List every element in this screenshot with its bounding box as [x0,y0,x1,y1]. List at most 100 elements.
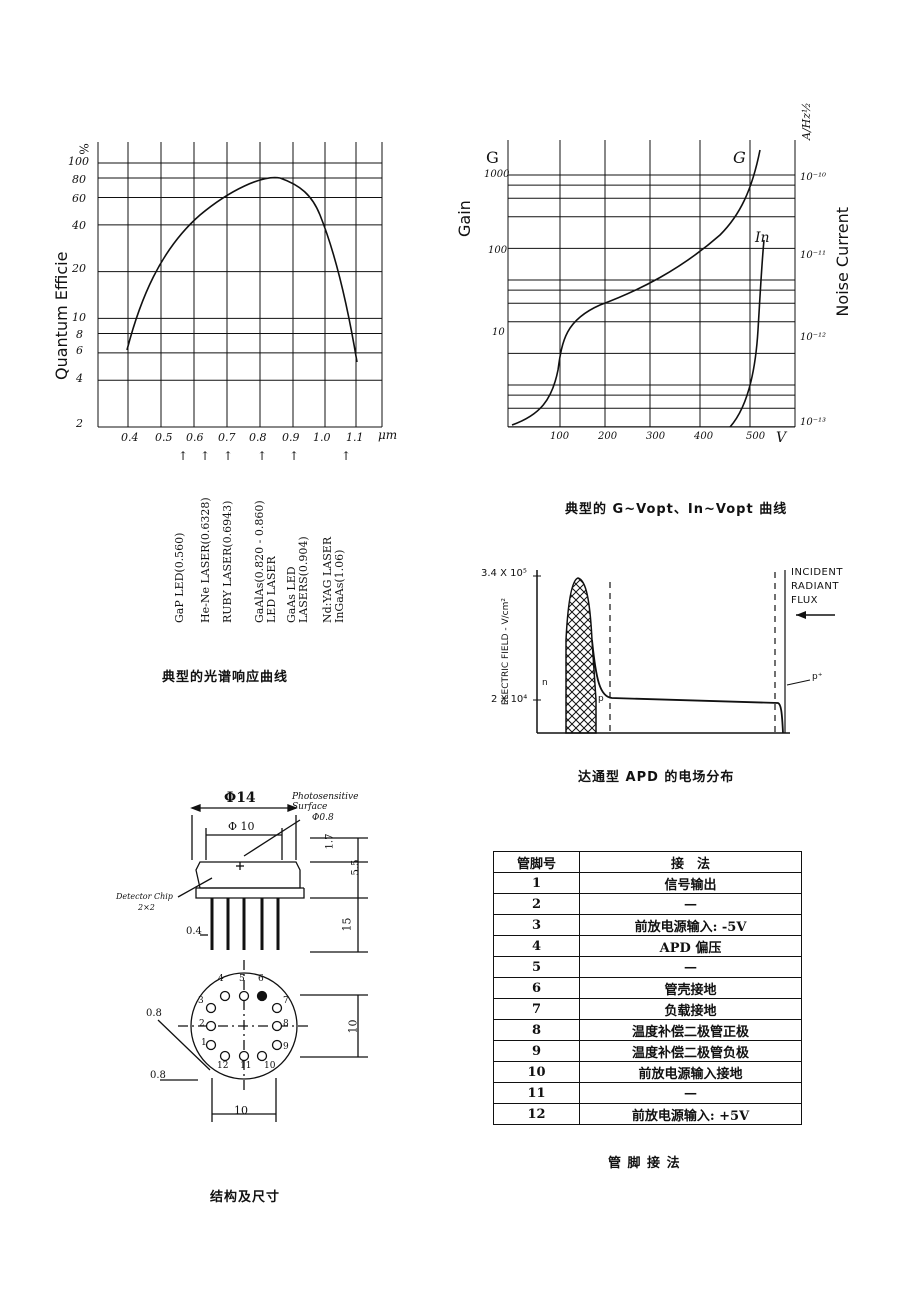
qe-xtick-label: 1.1 [346,431,364,444]
pin-function-cell: APD 偏压 [579,935,802,957]
gain-xtick-label: 100 [550,431,570,442]
pin-function-cell: 负载接地 [579,998,802,1020]
phi08-label: Φ0.8 [312,813,334,823]
source-arrow-icon: ↑ [178,449,189,463]
gain-caption: 典型的 G~Vopt、In~Vopt 曲线 [565,502,788,517]
qe-xtick-label: 1.0 [313,431,331,444]
pin-number-label: 8 [283,1019,289,1029]
source-arrow-icon: ↑ [289,449,300,463]
pin-10-circle [256,1050,268,1062]
gain-xtick-label: 300 [646,431,666,442]
qe-xtick-label: 0.8 [249,431,267,444]
noise-ytick-label: 10⁻¹⁰ [800,172,827,183]
region-n-label: n [542,678,548,688]
field-ytick-top: 3.4 X 10⁵ [481,568,527,579]
noise-ytick-label: 10⁻¹³ [800,417,827,428]
field-plot [533,570,835,734]
pin-number-label: 3 [198,996,204,1006]
pin-4-circle [219,990,231,1002]
qe-ytick-label: 6 [76,344,83,357]
pin-number-cell: 8 [493,1019,580,1041]
qe-caption: 典型的光谱响应曲线 [162,670,289,685]
header-connection: 接 法 [579,851,802,873]
qe-ytick-label: 40 [72,219,86,232]
source-arrow-icon: ↑ [257,449,268,463]
qe-plot [97,142,383,428]
pin-function-cell: 前放电源输入: -5V [579,914,802,936]
pin-number-cell: 6 [493,977,580,999]
pin-number-cell: 5 [493,956,580,978]
qe-xtick-label: 0.5 [155,431,173,444]
qe-xtick-label: 0.6 [186,431,204,444]
dim-1-7: 1.7 [324,833,336,850]
pin-number-cell: 7 [493,998,580,1020]
region-p-label: p [598,694,604,704]
table-row: 11— [493,1082,802,1104]
pin-11-circle [238,1050,250,1062]
pin-number-cell: 2 [493,893,580,915]
pin-3-circle [205,1002,217,1014]
curve-label-in: In [755,230,770,246]
gain-ytick-label: 1000 [484,169,510,180]
qe-ytick-label: 2 [76,417,83,430]
region-pplus-label: p⁺ [812,672,823,682]
pin-function-cell: — [579,1082,802,1104]
drawing-caption: 结构及尺寸 [210,1190,281,1205]
qe-ytick-label: 8 [76,328,83,341]
pin-number-label: 11 [240,1061,252,1071]
source-arrow-icon: ↑ [341,449,352,463]
pin-7-circle [271,1002,283,1014]
gain-curve [511,149,761,426]
package-outline [157,804,368,1122]
source-arrow-icon: ↑ [200,449,211,463]
dim-0-8-lower: 0.8 [150,1070,166,1081]
dim-5-5: 5.5 [350,859,362,876]
pin-8-circle [271,1020,283,1032]
gain-xtick-label: 500 [746,431,766,442]
qe-ytick-label: 4 [76,372,83,385]
qe-xtick-label: 0.9 [282,431,300,444]
qe-xtick-label: 0.7 [218,431,236,444]
gain-xtick-label: 400 [694,431,714,442]
pin-number-label: 7 [283,996,289,1006]
field-ytick-bottom: 2 X 10⁴ [491,694,528,705]
pin-number-label: 10 [264,1061,276,1071]
source-arrow-icon: ↑ [223,449,234,463]
pin-table-caption: 管 脚 接 法 [608,1156,681,1171]
pin-function-cell: 前放电源输入接地 [579,1061,802,1083]
pin-number-cell: 1 [493,872,580,894]
pin-9-circle [271,1039,283,1051]
table-row: 5— [493,956,802,978]
phi14-label: Φ14 [224,790,256,806]
pin-12-circle [219,1050,231,1062]
pin-function-cell: 管壳接地 [579,977,802,999]
pin-number-cell: 9 [493,1040,580,1062]
field-y-axis-label: ELECTRIC FIELD - V/cm² [501,598,511,706]
pin-function-cell: 信号输出 [579,872,802,894]
pin-number-label: 1 [201,1038,207,1048]
dim-10-horizontal: 10 [234,1104,248,1117]
pin-function-cell: 温度补偿二极管负极 [579,1040,802,1062]
field-caption: 达通型 APD 的电场分布 [578,770,735,785]
noise-ytick-label: 10⁻¹¹ [800,250,827,261]
pin-6-circle [256,990,268,1002]
table-header-row: 管脚号 接 法 [493,851,802,873]
pin-number-cell: 3 [493,914,580,936]
pin-2-circle [205,1020,217,1032]
pin-number-cell: 11 [493,1082,580,1104]
pin-function-cell: — [579,893,802,915]
gain-ytick-label: 10 [492,327,505,338]
avalanche-peak [565,577,597,734]
gain-x-unit: V [776,430,787,446]
field-curve [591,639,784,734]
pin-number-label: 5 [239,974,245,984]
pin-number-label: 9 [283,1042,289,1052]
pin-number-label: 2 [199,1019,205,1029]
flux-label: INCIDENT RADIANT FLUX [791,567,843,606]
